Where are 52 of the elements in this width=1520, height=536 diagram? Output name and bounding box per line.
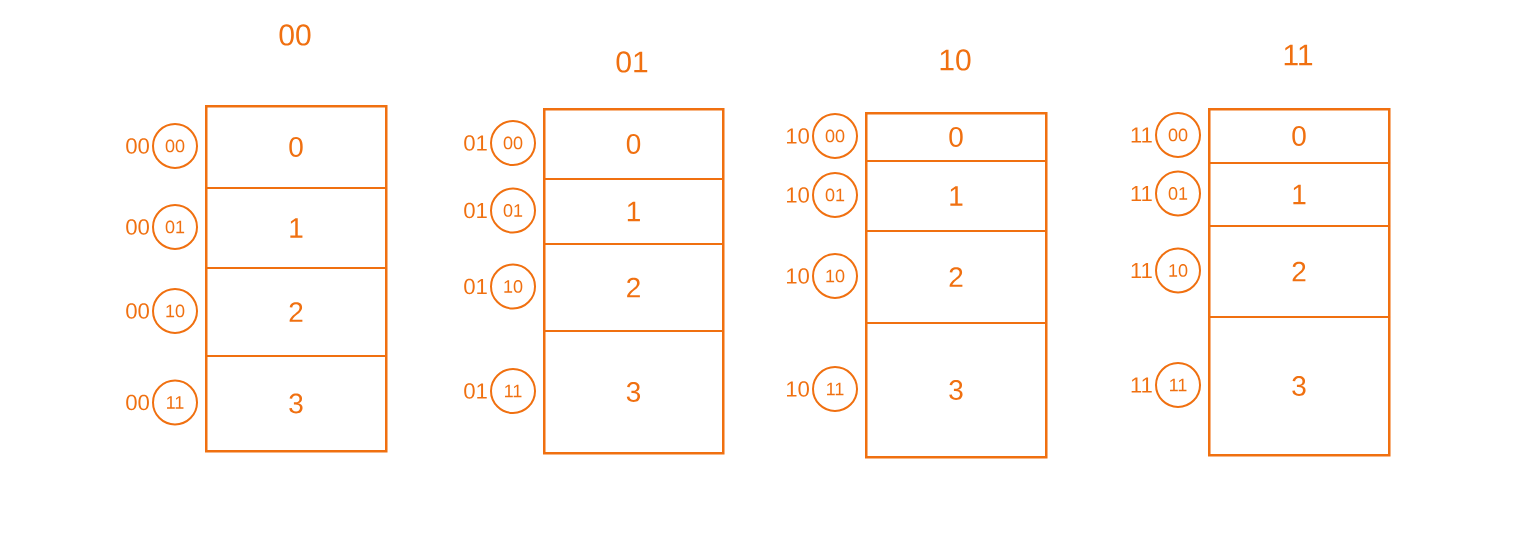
circled-code: 11	[812, 366, 858, 412]
table-cell: 3	[1208, 316, 1390, 456]
code-prefix: 01	[464, 383, 487, 399]
code-prefix: 11	[1131, 127, 1152, 143]
node-label: 00	[279, 24, 311, 46]
circled-code: 10	[152, 288, 198, 334]
circled-code: 10	[490, 263, 536, 310]
table-cell: 2	[865, 230, 1047, 324]
table-cell: 1	[865, 160, 1047, 232]
code-prefix: 11	[1131, 185, 1152, 202]
node-label: 01	[616, 51, 648, 73]
code-prefix: 00	[126, 138, 149, 154]
table-cell: 2	[1208, 225, 1390, 318]
circled-code: 11	[1155, 362, 1201, 408]
circled-code: 01	[152, 204, 198, 250]
table-cell: 2	[543, 243, 724, 332]
circled-code: 01	[1155, 170, 1201, 217]
code-prefix: 01	[464, 278, 487, 295]
node-label: 11	[1284, 44, 1313, 66]
circled-code: 10	[812, 253, 858, 299]
table-cell: 1	[543, 178, 724, 245]
circled-code: 00	[812, 113, 858, 159]
circled-code: 11	[152, 379, 198, 426]
table-cell: 3	[865, 322, 1047, 458]
table-cell: 2	[205, 267, 387, 357]
code-prefix: 00	[126, 219, 149, 235]
circled-code: 00	[490, 120, 536, 166]
code-prefix: 10	[787, 381, 809, 397]
table-cell: 0	[1208, 108, 1390, 164]
circled-code: 01	[812, 172, 858, 218]
table-cell: 0	[865, 112, 1047, 162]
table-cell: 3	[205, 355, 387, 452]
table-cell: 0	[205, 105, 387, 189]
code-prefix: 00	[126, 303, 149, 319]
circled-code: 11	[490, 368, 536, 414]
table-cell: 1	[205, 187, 387, 269]
circled-code: 10	[1155, 247, 1201, 294]
code-prefix: 11	[1131, 377, 1152, 393]
code-prefix: 00	[126, 394, 149, 411]
node-label: 10	[940, 49, 971, 71]
table-cell: 1	[1208, 162, 1390, 227]
table-cell: 0	[543, 108, 724, 180]
code-prefix: 11	[1131, 262, 1152, 279]
code-prefix: 01	[464, 135, 487, 151]
code-prefix: 10	[787, 268, 809, 284]
code-prefix: 01	[464, 202, 487, 219]
circled-code: 00	[152, 123, 198, 169]
circled-code: 00	[1155, 112, 1201, 158]
circled-code: 01	[490, 187, 536, 234]
code-prefix: 10	[787, 128, 809, 144]
table-cell: 3	[543, 330, 724, 454]
code-prefix: 10	[787, 187, 809, 203]
